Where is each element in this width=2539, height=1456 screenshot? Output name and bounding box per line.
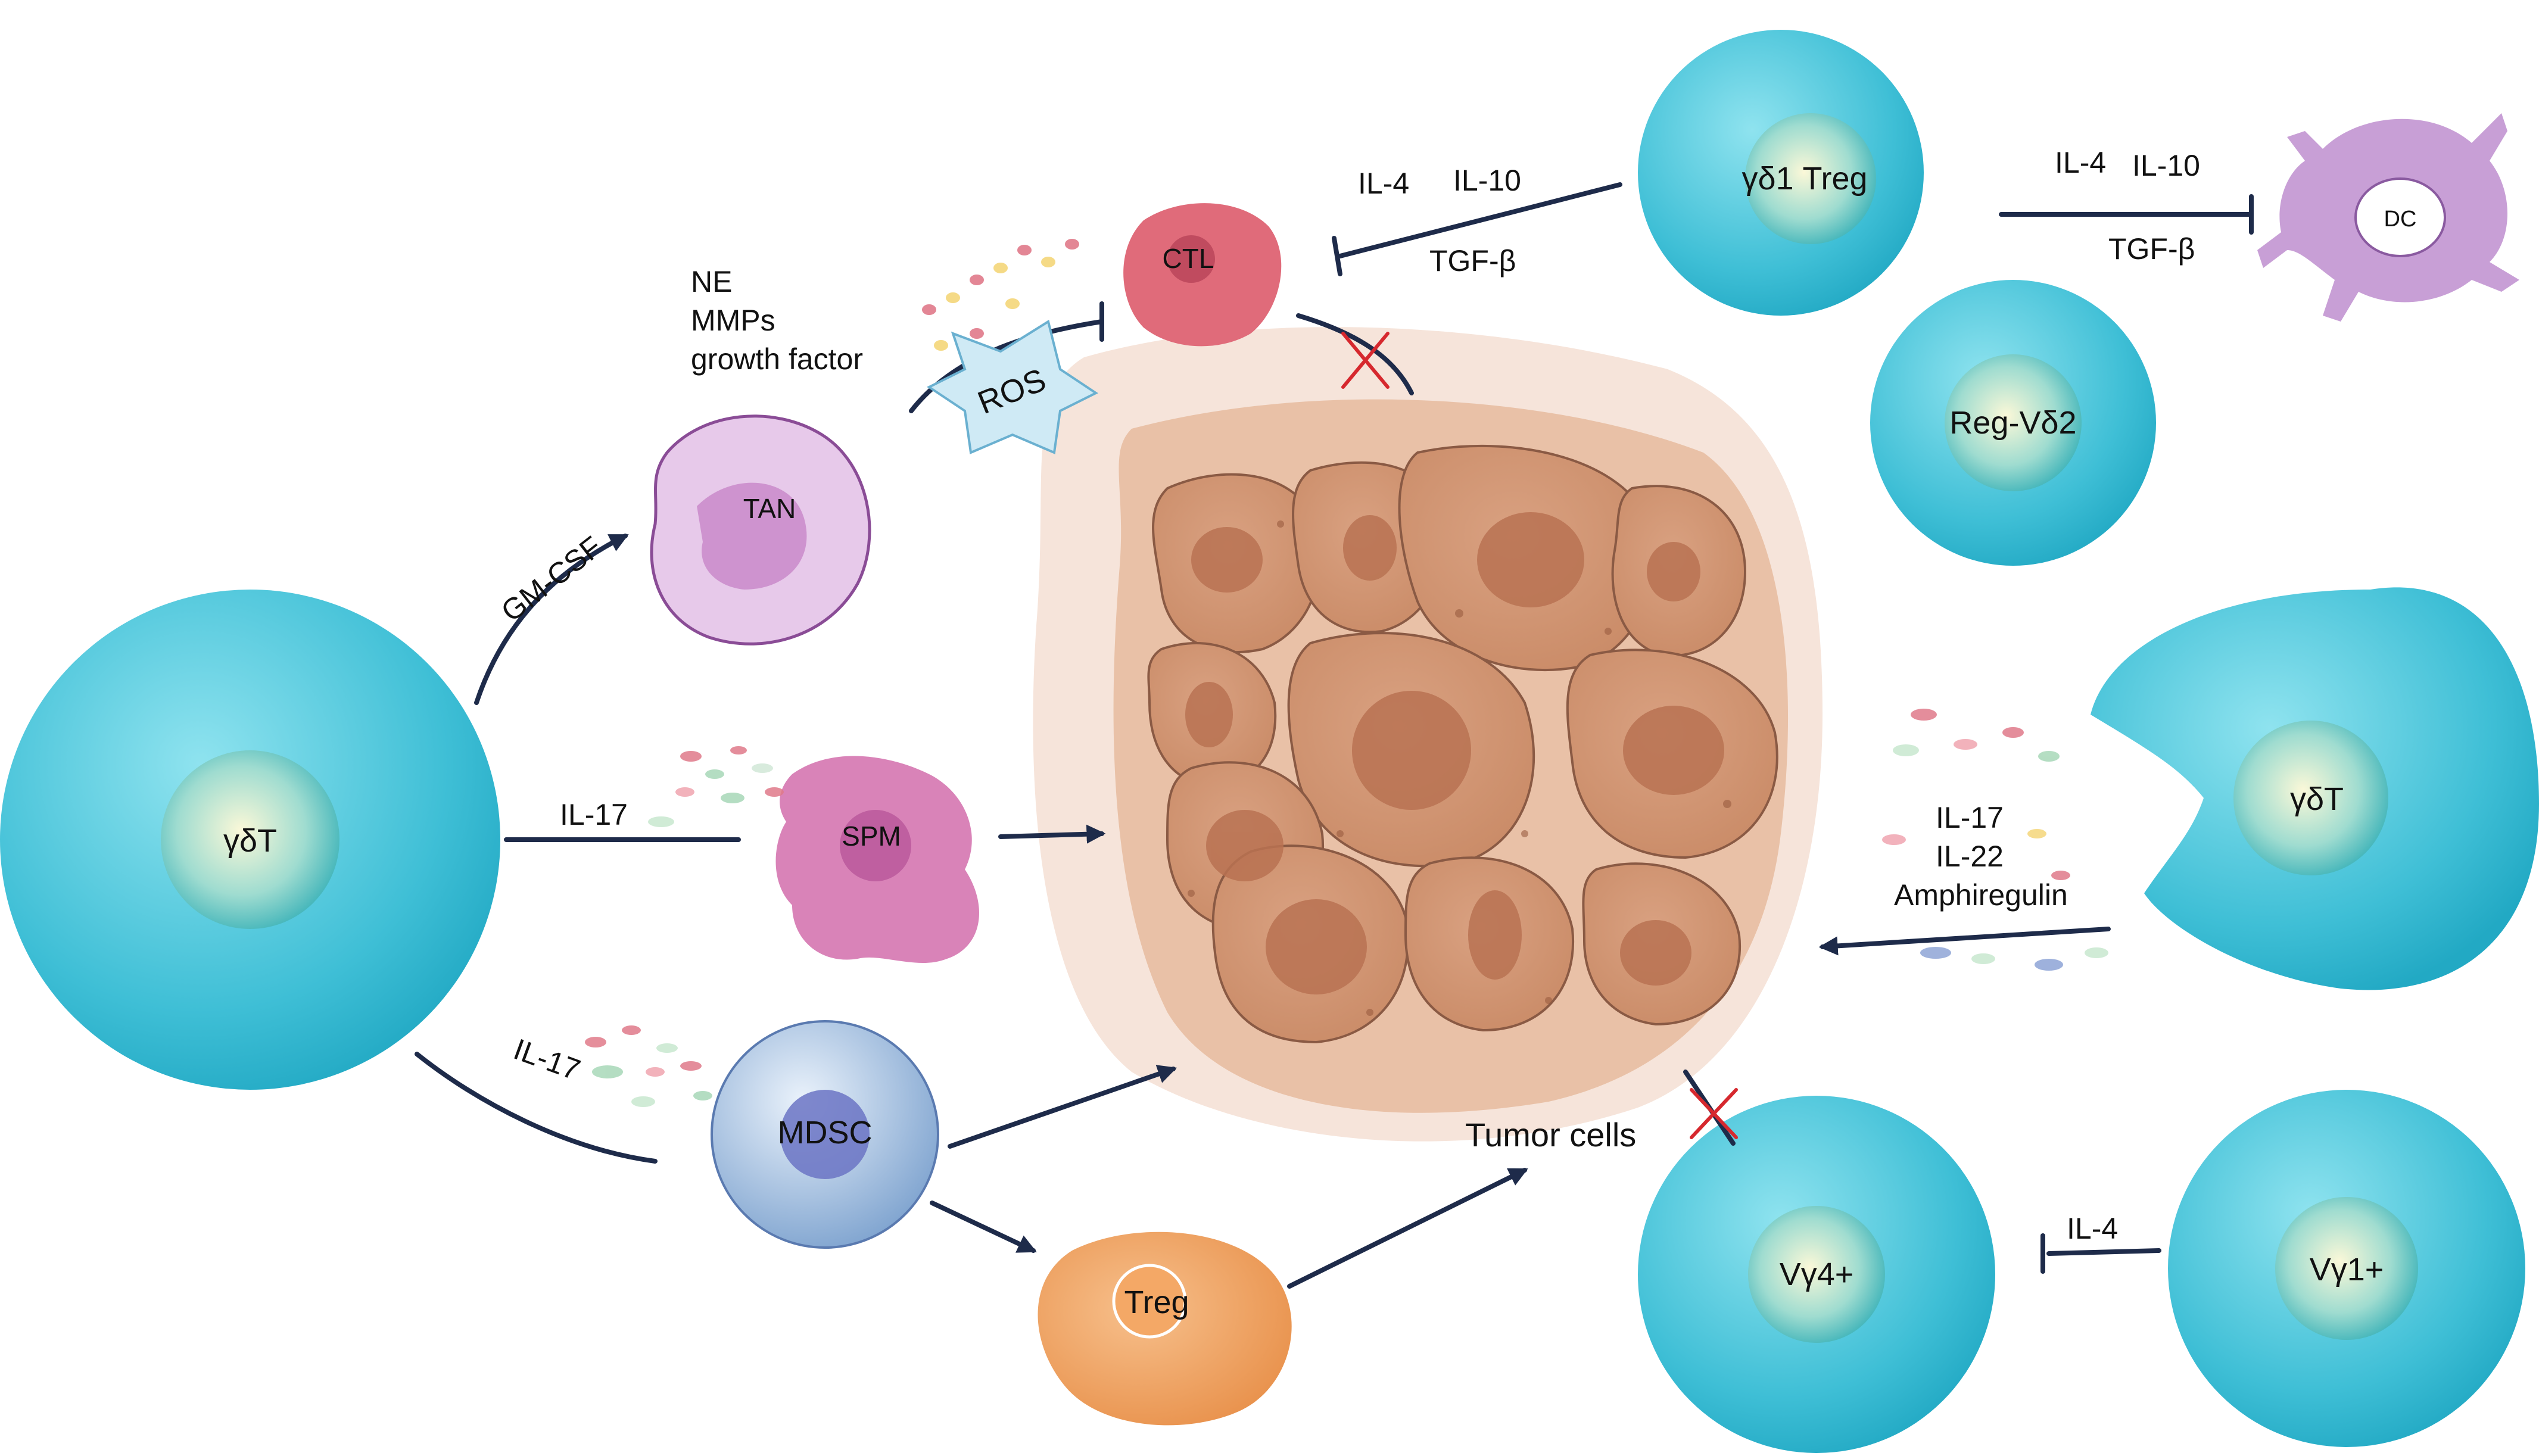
tgfb-dc-label: TGF-β (2108, 232, 2195, 266)
ctl-cell: CTL (1123, 203, 1282, 347)
spm-cell: SPM (775, 756, 979, 964)
gdt-left-label: γδT (223, 823, 277, 859)
gd1-treg-cell: γδ1 Treg (1638, 30, 1924, 316)
dc-cell: DC (2257, 113, 2519, 322)
ctl-label: CTL (1163, 243, 1214, 274)
il10-dc-label: IL-10 (2132, 149, 2200, 182)
gdt-cell-right: γδT (2091, 587, 2539, 990)
mdsc-cell: MDSC (711, 1020, 939, 1249)
tgfb-top-label: TGF-β (1429, 244, 1516, 278)
mmps-label: MMPs (691, 304, 775, 337)
spm-label: SPM (842, 821, 901, 852)
il17-upper-label: IL-17 (560, 798, 628, 831)
reg-vd2-label: Reg-Vδ2 (1949, 405, 2076, 441)
gm-csf-label: GM-CSF (495, 530, 608, 629)
tan-cell: TAN (650, 414, 871, 646)
il4-top-label: IL-4 (1358, 167, 1409, 200)
il17-right-label: IL-17 (1936, 801, 2004, 834)
droplets-il17-upper (648, 746, 784, 827)
gdt-right-label: γδT (2290, 781, 2344, 817)
il17-lower-label: IL-17 (509, 1032, 584, 1087)
reg-vd2-cell: Reg-Vδ2 (1870, 280, 2156, 566)
il4-bottom-label: IL-4 (2067, 1212, 2118, 1245)
vg4-label: Vγ4+ (1780, 1257, 1854, 1292)
treg-label: Treg (1124, 1284, 1189, 1320)
droplets-right (1882, 709, 2108, 971)
gd1-treg-label: γδ1 Treg (1742, 161, 1867, 197)
il10-top-label: IL-10 (1453, 164, 1521, 197)
amphiregulin-label: Amphiregulin (1894, 878, 2068, 912)
mdsc-label: MDSC (778, 1115, 873, 1151)
treg-cell: Treg (1038, 1231, 1292, 1426)
growth-factor-label: growth factor (691, 342, 863, 376)
gdt-cell-left: γδT (0, 590, 500, 1090)
droplets-ctl (922, 239, 1079, 351)
vg4-cell: Vγ4+ (1638, 1096, 1995, 1453)
tumor-cells-label: Tumor cells (1465, 1116, 1636, 1153)
droplets-il17-lower (585, 1025, 712, 1107)
block-marks (1341, 332, 1738, 1139)
ros-star: ROS (927, 319, 1098, 454)
tan-label: TAN (743, 493, 796, 524)
il22-right-label: IL-22 (1936, 840, 2004, 873)
ne-label: NE (691, 265, 732, 298)
dc-label: DC (2384, 207, 2417, 232)
cytokine-labels: GM-CSF IL-17 IL-17 NE MMPs growth factor… (495, 146, 2200, 1245)
vg1-label: Vγ1+ (2310, 1252, 2384, 1287)
tumor-mass (1033, 327, 1823, 1142)
vg1-cell: Vγ1+ (2168, 1090, 2525, 1447)
il4-dc-label: IL-4 (2055, 146, 2106, 179)
